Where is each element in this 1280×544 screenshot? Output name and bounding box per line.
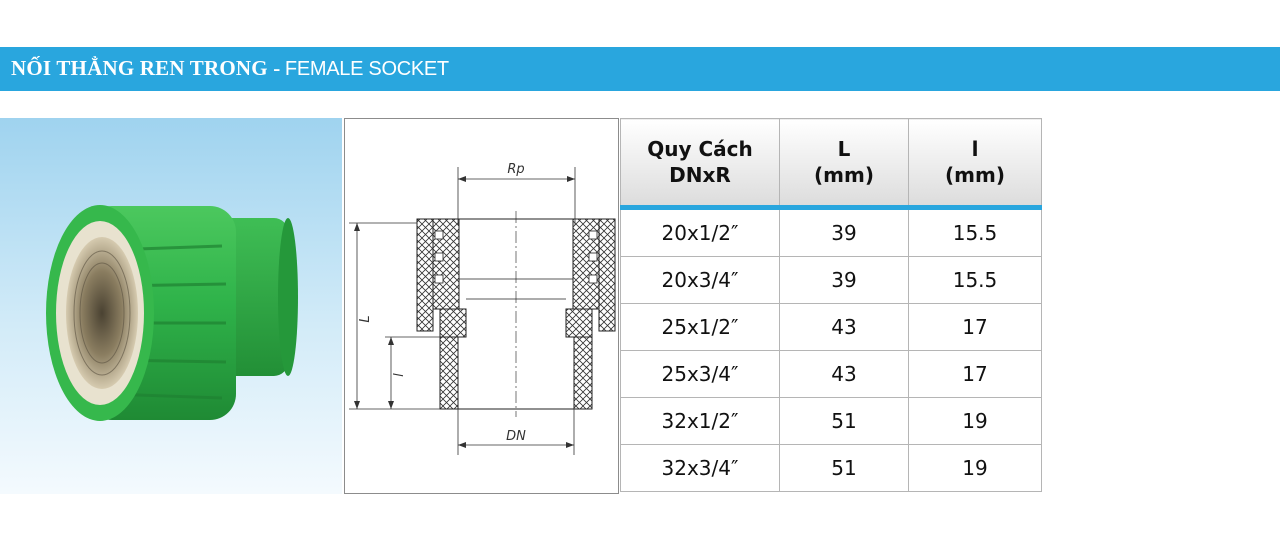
header-size: Quy Cách DNxR <box>620 118 780 210</box>
cell-size: 25x1/2″ <box>620 303 780 351</box>
cell-size: 20x3/4″ <box>620 256 780 304</box>
table-row: 20x1/2″ 39 15.5 <box>620 207 1042 257</box>
table-row: 32x3/4″ 51 19 <box>620 444 1042 492</box>
spec-table: Quy Cách DNxR L (mm) l (mm) 20x1/2″ 39 1… <box>620 118 1042 492</box>
green-ppr-female-socket-photo <box>46 205 298 421</box>
header-length-l: l (mm) <box>908 118 1042 210</box>
header-L-line2: (mm) <box>814 163 874 187</box>
cell-L: 51 <box>779 444 909 492</box>
cell-l: 19 <box>908 444 1042 492</box>
L-label: L <box>358 315 373 322</box>
title-bar: NỐI THẲNG REN TRONG - FEMALE SOCKET <box>0 47 1280 91</box>
header-l-line2: (mm) <box>945 163 1005 187</box>
header-size-line2: DNxR <box>669 163 731 187</box>
cell-l: 17 <box>908 350 1042 398</box>
header-L-line1: L <box>837 137 851 161</box>
cell-l: 15.5 <box>908 256 1042 304</box>
cell-l: 15.5 <box>908 207 1042 257</box>
cell-l: 19 <box>908 397 1042 445</box>
cell-L: 43 <box>779 303 909 351</box>
cell-L: 39 <box>779 207 909 257</box>
title-vietnamese: NỐI THẲNG REN TRONG - <box>11 56 281 80</box>
technical-drawing-panel: Rp L l <box>344 118 619 494</box>
cell-l: 17 <box>908 303 1042 351</box>
cell-size: 32x3/4″ <box>620 444 780 492</box>
table-row: 32x1/2″ 51 19 <box>620 397 1042 445</box>
header-length-L: L (mm) <box>779 118 909 210</box>
cell-L: 43 <box>779 350 909 398</box>
table-row: 20x3/4″ 39 15.5 <box>620 256 1042 304</box>
table-row: 25x1/2″ 43 17 <box>620 303 1042 351</box>
l-label: l <box>392 373 407 377</box>
header-size-line1: Quy Cách <box>647 137 753 161</box>
cell-size: 32x1/2″ <box>620 397 780 445</box>
dn-label: DN <box>506 429 526 444</box>
table-row: 25x3/4″ 43 17 <box>620 350 1042 398</box>
product-photo-panel <box>0 118 342 494</box>
page-title: NỐI THẲNG REN TRONG - FEMALE SOCKET <box>11 56 449 81</box>
title-english: FEMALE SOCKET <box>284 58 449 80</box>
cell-size: 25x3/4″ <box>620 350 780 398</box>
socket-back-end <box>278 218 298 376</box>
section-drawing: Rp L l <box>349 162 616 455</box>
cell-size: 20x1/2″ <box>620 207 780 257</box>
cell-L: 51 <box>779 397 909 445</box>
rp-label: Rp <box>507 162 524 177</box>
cell-L: 39 <box>779 256 909 304</box>
socket-brass-insert <box>66 237 138 389</box>
header-l-line1: l <box>971 137 979 161</box>
table-header-row: Quy Cách DNxR L (mm) l (mm) <box>620 118 1042 210</box>
